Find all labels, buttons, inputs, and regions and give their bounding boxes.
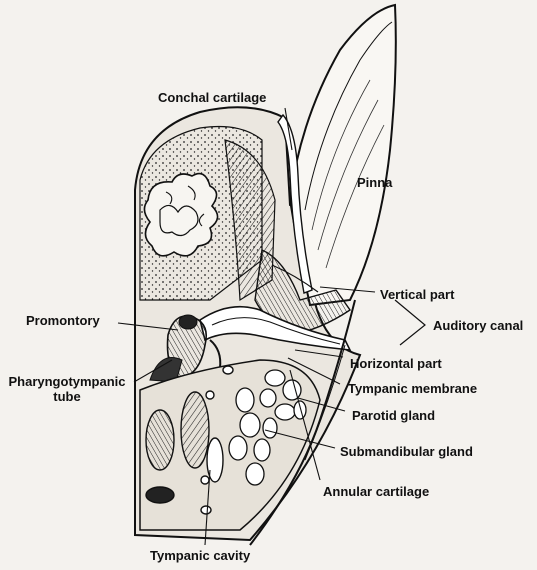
label-tympanic-membrane: Tympanic membrane: [348, 381, 478, 396]
pharyngotympanic-tube: [149, 357, 183, 383]
label-pharyngotympanic-line1: Pharyngotympanic: [8, 374, 126, 389]
label-horizontal-part: Horizontal part: [350, 356, 442, 371]
label-annular-cartilage: Annular cartilage: [323, 484, 430, 499]
label-pharyngotympanic-tube: Pharyngotympanic tube: [2, 374, 132, 404]
label-parotid-gland: Parotid gland: [352, 408, 436, 423]
leader-lines: [117, 107, 376, 546]
label-pharyngotympanic-line2: tube: [53, 389, 81, 404]
jaw-structures: [145, 365, 234, 515]
label-tympanic-cavity: Tympanic cavity: [150, 548, 251, 563]
parotid-gland: [259, 369, 307, 421]
label-vertical-part: Vertical part: [380, 287, 455, 302]
skin-outline: [249, 299, 356, 546]
label-conchal-cartilage: Conchal cartilage: [158, 90, 267, 105]
label-promontory: Promontory: [26, 313, 100, 328]
label-pinna: Pinna: [357, 175, 393, 190]
conchal-cartilage: [277, 113, 313, 294]
label-submandibular-gland: Submandibular gland: [340, 444, 473, 459]
submandibular-gland: [228, 387, 278, 486]
auditory-canal-bracket: [394, 299, 426, 346]
brain-structure: [143, 172, 219, 257]
tympanic-membrane: [209, 339, 222, 369]
label-auditory-canal: Auditory canal: [433, 318, 524, 333]
